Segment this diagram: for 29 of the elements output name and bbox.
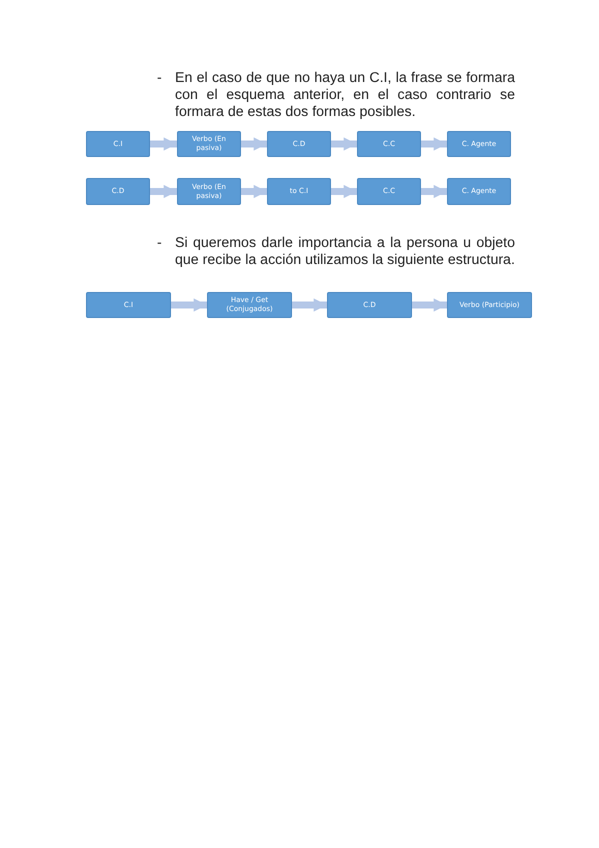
arrow — [421, 184, 447, 198]
process-box — [267, 178, 331, 205]
arrow — [412, 298, 447, 312]
process-box — [357, 178, 421, 205]
process-box — [86, 178, 150, 205]
process-box — [86, 292, 171, 318]
process-box — [86, 131, 150, 157]
process-box — [447, 178, 511, 205]
paragraph: Si queremos darle importancia a la persona u objeto que recibe la acción utilizamos la siguiente estructura. — [175, 235, 515, 269]
process-box — [447, 292, 532, 318]
arrow — [150, 184, 177, 198]
process-box — [207, 292, 292, 318]
paragraph: En el caso de que no haya un C.I, la frase se formara con el esquema anterior, en el caso contrario se formara de estas dos formas posibles. — [175, 70, 515, 121]
arrow — [150, 137, 177, 151]
process-box — [327, 292, 412, 318]
arrow — [331, 137, 357, 151]
arrow — [241, 184, 267, 198]
process-box — [447, 131, 511, 157]
arrow — [292, 298, 327, 312]
process-box — [177, 178, 241, 205]
arrow — [241, 137, 267, 151]
arrow — [171, 298, 207, 312]
process-box — [177, 131, 241, 157]
arrow — [421, 137, 447, 151]
process-box — [357, 131, 421, 157]
arrow — [331, 184, 357, 198]
bullet-dash: - — [157, 235, 162, 252]
bullet-dash: - — [157, 70, 162, 87]
process-box — [267, 131, 331, 157]
